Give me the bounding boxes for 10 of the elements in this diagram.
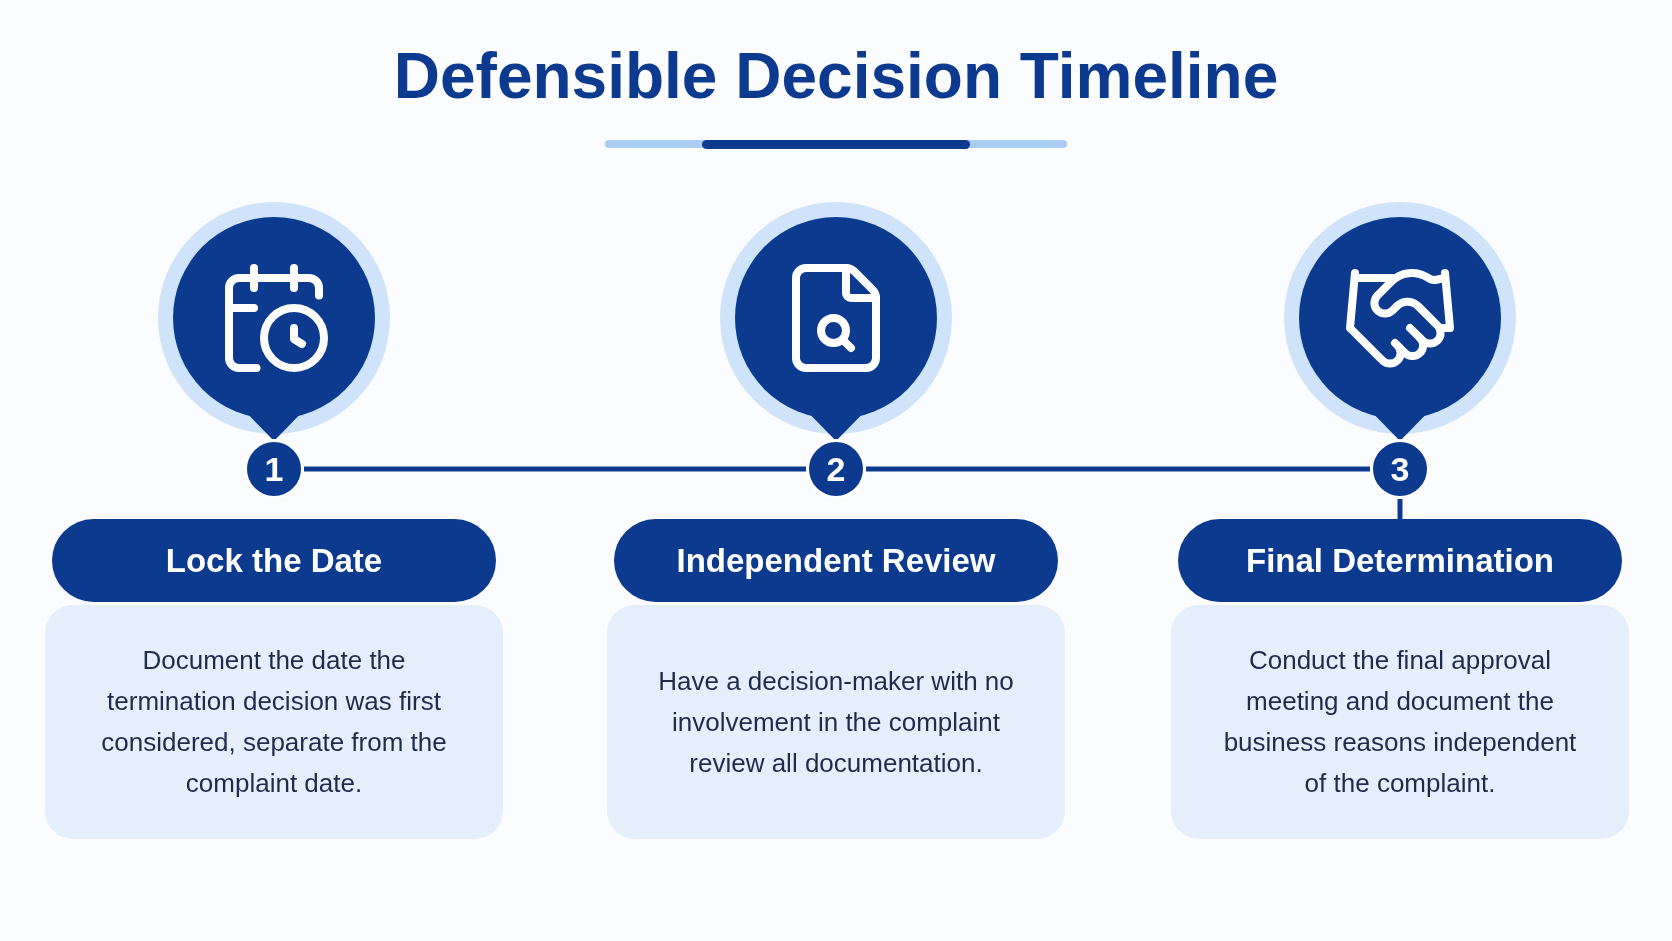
step-title-pill: Final Determination	[1178, 519, 1622, 602]
step-title-pill: Independent Review	[614, 519, 1058, 602]
timeline-connector	[866, 466, 1370, 472]
description-card: Have a decision-maker with no involvement in the complaint review all documentation.	[607, 605, 1065, 839]
timeline-connector	[304, 466, 806, 472]
description-card: Document the date the termination decision was first considered, separate from the complaint date.	[45, 605, 503, 839]
description-card: Conduct the final approval meeting and document the business reasons independent of the complaint.	[1171, 605, 1629, 839]
timeline-connector	[1397, 499, 1403, 519]
title: Defensible Decision Timeline	[392, 44, 1280, 108]
step-title-pill: Lock the Date	[52, 519, 496, 602]
